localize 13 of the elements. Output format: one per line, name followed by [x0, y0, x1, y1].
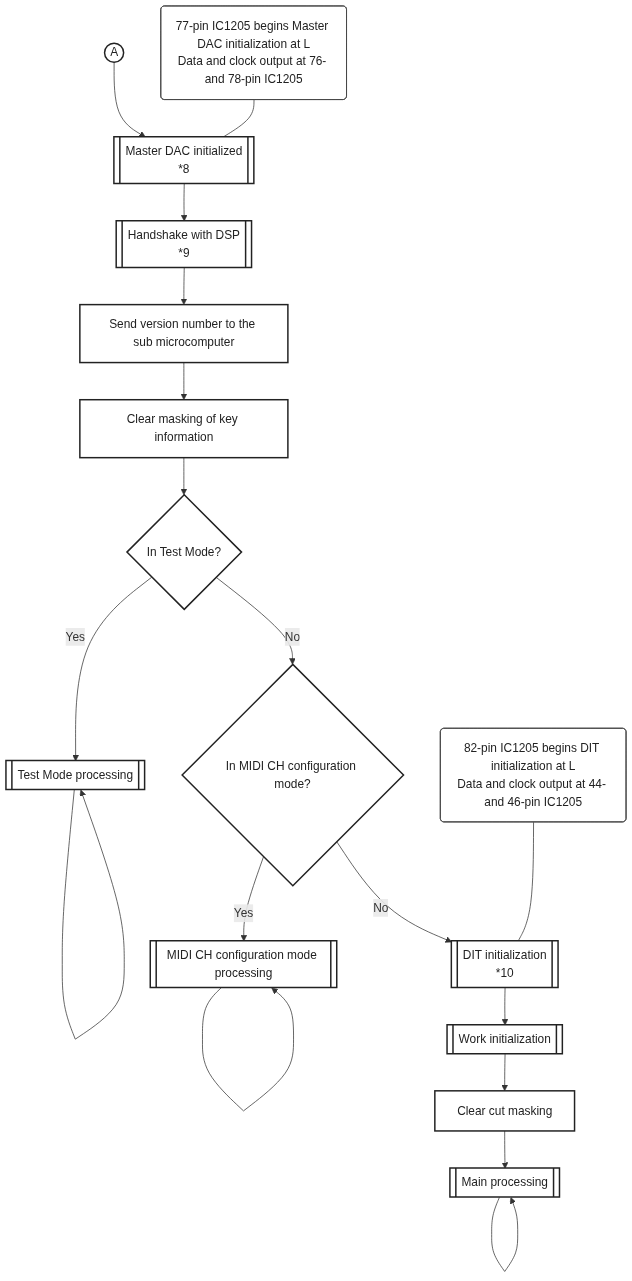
node-label: *10 [495, 966, 514, 980]
node-label: *8 [178, 162, 190, 175]
edge-label: Yes [233, 906, 254, 920]
node-circle: A [103, 42, 125, 64]
node-diamond: In MIDI CH configuration mode? [181, 663, 405, 887]
node-label: *9 [178, 246, 190, 259]
edge-label: No [284, 630, 301, 643]
node-box: Send version number to the sub microcomputer [79, 303, 289, 364]
node-box: Clear cut masking [434, 1090, 576, 1132]
edge-label: No [373, 901, 389, 914]
node-diamond: In Test Mode? [125, 493, 243, 611]
edge-label: Yes [65, 630, 85, 643]
node-box: Clear masking of key information [79, 398, 289, 459]
